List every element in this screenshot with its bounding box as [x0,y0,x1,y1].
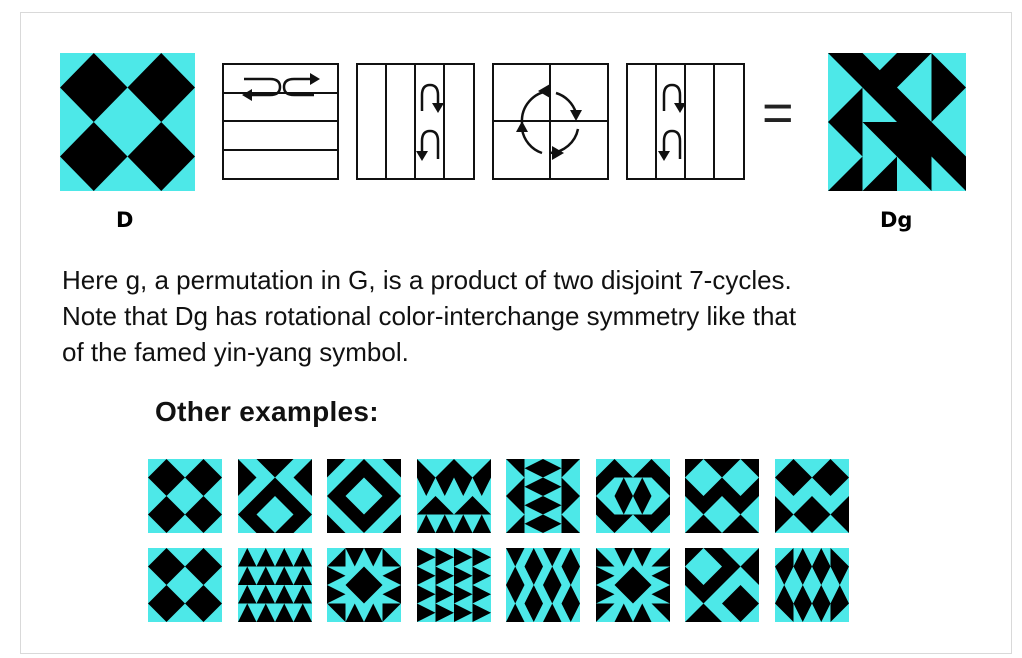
description: Here g, a permutation in G, is a product… [62,262,997,370]
operator-box-column-swap-2 [626,63,745,180]
equals-sign: = [762,83,794,143]
operator-box-row-swap [222,63,339,180]
example-tile [774,548,849,622]
example-tile [416,548,491,622]
example-tile [685,548,759,622]
description-line-3: of the famed yin-yang symbol. [62,337,409,367]
example-tile [416,459,491,533]
tile-d [60,53,195,191]
description-line-1: Here g, a permutation in G, is a product… [62,265,792,295]
label-dg: Dg [880,208,913,232]
other-examples-heading: Other examples: [155,396,379,427]
operator-box-column-swap [356,63,475,180]
example-tile [595,548,670,622]
example-tile [506,459,580,533]
description-line-2: Note that Dg has rotational color-interc… [62,301,797,331]
tile-dg [828,53,966,191]
example-tile [685,459,759,533]
label-d: D [116,208,134,232]
example-tile [327,459,401,533]
example-tile [327,548,401,622]
example-tile [237,459,312,533]
example-tile [237,548,312,622]
example-tile [148,548,222,622]
example-tile [506,548,580,622]
example-tile [148,459,222,533]
operator-box-rotation [492,63,609,180]
example-tile [774,459,849,533]
example-tile [595,459,670,533]
